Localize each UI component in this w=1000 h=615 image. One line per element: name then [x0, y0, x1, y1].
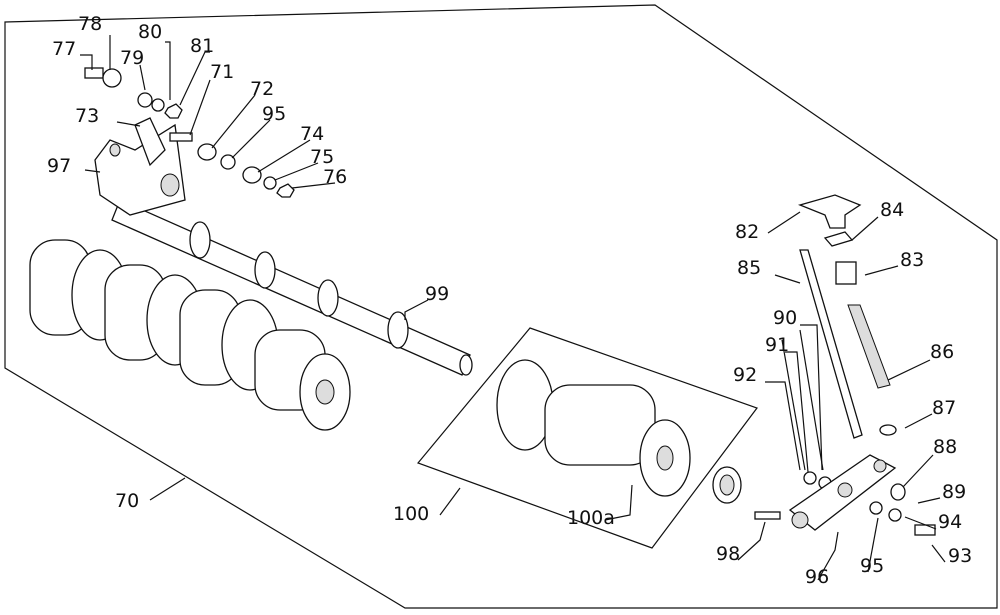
label-71: 71 [210, 61, 234, 83]
bracket-97 [94, 117, 186, 216]
label-100a: 100a [567, 507, 615, 529]
label-95-lower: 95 [860, 555, 884, 577]
label-95: 95 [262, 103, 286, 125]
label-100: 100 [393, 503, 429, 525]
label-87: 87 [932, 397, 956, 419]
label-99: 99 [425, 283, 449, 305]
label-70: 70 [115, 490, 139, 512]
label-85: 85 [737, 257, 761, 279]
adjuster-mechanism [754, 194, 936, 536]
label-88: 88 [933, 436, 957, 458]
label-97: 97 [47, 155, 71, 177]
label-98: 98 [716, 543, 740, 565]
assembly-frame-70 [4, 4, 998, 609]
label-94: 94 [938, 511, 962, 533]
label-90: 90 [773, 307, 797, 329]
shaft-99 [111, 199, 473, 376]
label-79: 79 [120, 47, 144, 69]
label-84: 84 [880, 199, 904, 221]
label-92: 92 [733, 364, 757, 386]
roller-assembly [29, 239, 351, 431]
label-86: 86 [930, 341, 954, 363]
label-75: 75 [310, 146, 334, 168]
label-74: 74 [300, 123, 324, 145]
roller-100 [496, 359, 742, 504]
label-77: 77 [52, 38, 76, 60]
label-78: 78 [78, 13, 102, 35]
label-73: 73 [75, 105, 99, 127]
label-82: 82 [735, 221, 759, 243]
label-93: 93 [948, 545, 972, 567]
label-76: 76 [323, 166, 347, 188]
leader-lines [80, 35, 946, 581]
label-80: 80 [138, 21, 162, 43]
label-91: 91 [765, 334, 789, 356]
label-83: 83 [900, 249, 924, 271]
label-81: 81 [190, 35, 214, 57]
fasteners-top [84, 67, 295, 198]
assembly-frame-100 [416, 327, 758, 549]
label-89: 89 [942, 481, 966, 503]
label-96: 96 [805, 566, 829, 588]
label-72: 72 [250, 78, 274, 100]
